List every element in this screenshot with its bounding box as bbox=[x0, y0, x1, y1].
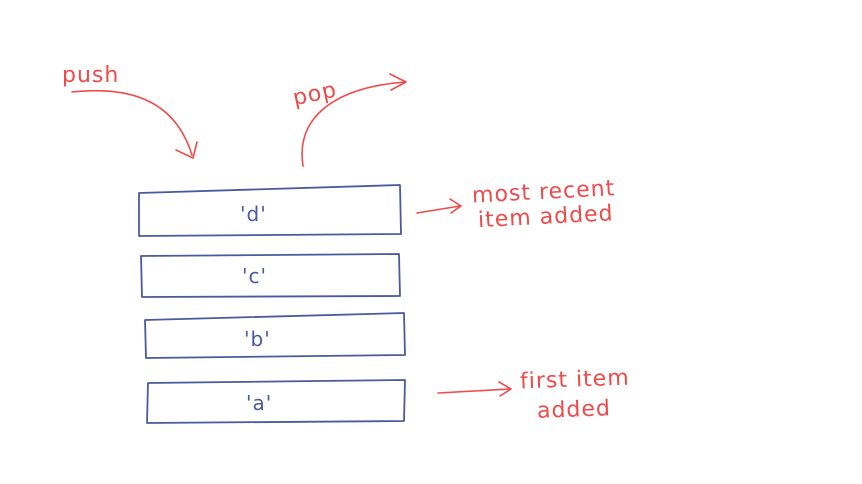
stack-item-label-a: 'a' bbox=[246, 391, 272, 415]
stack-item-label-b: 'b' bbox=[244, 327, 271, 351]
first-item-arrowhead bbox=[498, 381, 512, 397]
pop-arrowhead bbox=[389, 73, 407, 91]
push-arrow bbox=[71, 89, 193, 156]
first-item-label-line1: first item bbox=[520, 366, 630, 395]
push-label: push bbox=[62, 63, 119, 88]
stack-item-c: 'c' bbox=[140, 253, 401, 298]
stack-item-b: 'b' bbox=[144, 312, 406, 359]
stack-item-label-d: 'd' bbox=[240, 202, 267, 226]
pop-label: pop bbox=[291, 78, 340, 112]
push-arrowhead bbox=[175, 141, 198, 159]
most-recent-arrow bbox=[416, 205, 461, 214]
stack-item-label-c: 'c' bbox=[242, 264, 267, 288]
stack-item-d: 'd' bbox=[138, 184, 402, 237]
pop-arrow bbox=[301, 81, 406, 167]
first-item-label-line2: added bbox=[537, 396, 612, 424]
stack-item-a: 'a' bbox=[146, 379, 406, 424]
first-item-arrow bbox=[437, 388, 511, 394]
most-recent-arrowhead bbox=[449, 198, 462, 214]
